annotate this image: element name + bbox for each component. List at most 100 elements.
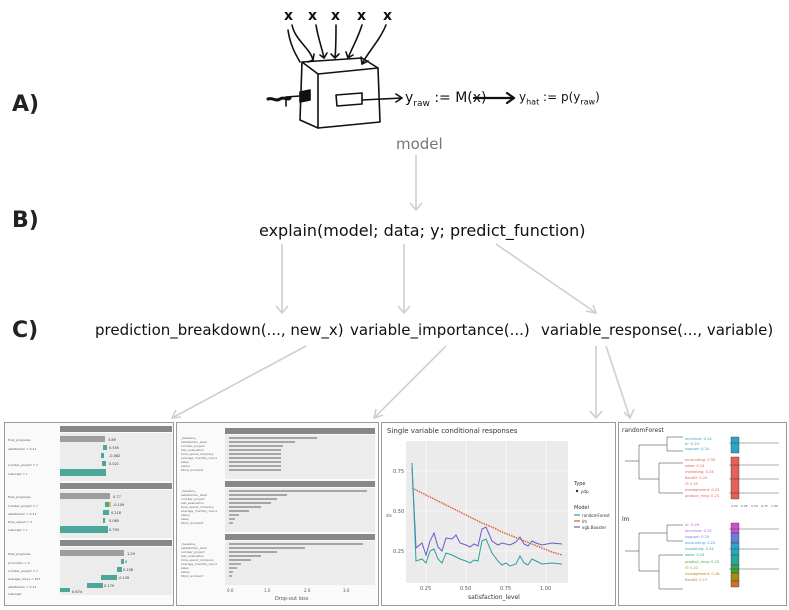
formula-raw-rhs: := M(x) bbox=[429, 90, 487, 106]
merger-title-top: randomForest bbox=[622, 427, 664, 434]
model-caption: model bbox=[396, 135, 443, 153]
breakdown-value: 0.555 bbox=[109, 446, 119, 450]
importance-row-label: last_evaluation bbox=[181, 448, 204, 452]
response-ytick: 0.25 bbox=[393, 549, 404, 555]
thumb-factor-merger: randomForest lm technical: 0.24 hr: 0.24… bbox=[618, 422, 787, 606]
model-inputs: x x x x x bbox=[284, 8, 404, 28]
importance-row-label: _baseline_ bbox=[180, 436, 197, 440]
merger-chart: randomForest lm technical: 0.24 hr: 0.24… bbox=[622, 427, 779, 590]
breakdown-row-label: satisfaction = 0.11 bbox=[8, 447, 36, 451]
importance-chart: _baseline_ satisfaction_level number_pro… bbox=[180, 428, 375, 602]
importance-row-label: number_project bbox=[181, 550, 205, 554]
breakdown-row-label: final_prognosis bbox=[8, 438, 31, 442]
formula-raw-sub: raw bbox=[413, 98, 430, 109]
formula-hat-sub: hat bbox=[526, 97, 540, 107]
importance-row-label: salary bbox=[181, 464, 190, 468]
breakdown-chart: final_prognosis satisfaction = 0.11 numb… bbox=[8, 426, 172, 596]
merger-bottom-label: IT: 0.22 bbox=[685, 566, 698, 570]
merger-xtick: 0.25 bbox=[741, 504, 748, 508]
importance-row-label: last_evaluation bbox=[181, 554, 204, 558]
merger-top-label: accounting: 0.30 bbox=[685, 458, 716, 462]
importance-row-label: satisfaction_level bbox=[181, 440, 207, 444]
input-x-4: x bbox=[357, 8, 367, 24]
breakdown-value: 0.179 bbox=[104, 584, 114, 588]
merger-xtick: 0.75 bbox=[761, 504, 768, 508]
merger-top-label: marketing: 0.24 bbox=[685, 470, 714, 474]
formula-hat-rhs-sub: raw bbox=[580, 97, 596, 107]
fn-variable-response: variable_response(..., variable) bbox=[541, 321, 774, 339]
importance-row-label: average_monthly_hours bbox=[181, 456, 217, 460]
breakdown-row-label: time_spend = 4 bbox=[8, 520, 32, 524]
importance-xtick: 3.0 bbox=[343, 588, 350, 593]
model-box-drawing bbox=[266, 24, 516, 129]
formula-raw: yraw := M(x) bbox=[405, 90, 487, 109]
label-b: B) bbox=[12, 208, 39, 233]
merger-bottom-label: support: 0.25 bbox=[685, 535, 709, 539]
label-c: C) bbox=[12, 318, 39, 343]
merger-bottom-label: accounting: 0.24 bbox=[685, 541, 716, 545]
rf-curve bbox=[411, 462, 563, 567]
flow-arrows bbox=[170, 155, 635, 420]
merger-xtick: 1.00 bbox=[771, 504, 778, 508]
breakdown-value: -0.082 bbox=[109, 454, 120, 458]
importance-row-label: number_project bbox=[181, 497, 205, 501]
breakdown-value: 0.108 bbox=[123, 568, 133, 572]
thumb-variable-importance: _baseline_ satisfaction_level number_pro… bbox=[176, 422, 379, 606]
merger-bottom-label: marketing: 0.24 bbox=[685, 547, 714, 551]
response-ytick: 0.75 bbox=[393, 469, 404, 475]
importance-xtick: 1.0 bbox=[264, 588, 271, 593]
legend-type-title: Type bbox=[573, 481, 585, 487]
formula-hat-y: y bbox=[519, 90, 527, 104]
formula-hat-rhs: := p(y bbox=[539, 90, 581, 104]
response-xlabel: satisfaction_level bbox=[468, 594, 520, 601]
breakdown-row-label: average_hours = 257 bbox=[8, 577, 40, 581]
importance-row-label: salary bbox=[181, 570, 190, 574]
importance-row-label: last_evaluation bbox=[181, 501, 204, 505]
importance-xtick: 0.0 bbox=[227, 588, 234, 593]
breakdown-value: -0.139 bbox=[118, 576, 129, 580]
importance-row-label: average_monthly_hours bbox=[181, 562, 217, 566]
importance-row-label: number_project bbox=[181, 444, 205, 448]
formula-raw-y: y bbox=[405, 90, 414, 106]
response-chart: Single variable conditional responses 0.… bbox=[386, 427, 610, 601]
importance-row-label: salary bbox=[181, 513, 190, 517]
breakdown-value: 0.77 bbox=[113, 495, 121, 499]
fn-variable-importance: variable_importance(...) bbox=[350, 321, 530, 339]
legend-model-title: Model bbox=[574, 505, 589, 511]
breakdown-row-label: number_project = 7 bbox=[8, 463, 38, 467]
merger-bottom-label: sales: 0.24 bbox=[685, 553, 705, 557]
breakdown-row-label: intercept = 1 bbox=[8, 472, 28, 476]
merger-bottom-label: management: 0.18 bbox=[685, 572, 720, 576]
breakdown-value: 1.29 bbox=[127, 552, 135, 556]
merger-top-label: hr: 0.24 bbox=[685, 442, 700, 446]
response-xtick: 0.50 bbox=[460, 586, 471, 592]
breakdown-row-label: number_project = 7 bbox=[8, 504, 38, 508]
breakdown-value: 0.218 bbox=[111, 511, 121, 515]
formula-hat: yhat := p(yraw) bbox=[519, 90, 600, 106]
merger-bottom-label: hr: 0.26 bbox=[685, 523, 700, 527]
merger-xtick: 0.00 bbox=[731, 504, 738, 508]
breakdown-value: 0.065 bbox=[109, 519, 119, 523]
legend-type-item: pdp bbox=[581, 489, 589, 494]
importance-row-label: sales bbox=[181, 517, 189, 521]
importance-row-label: satisfaction_level bbox=[181, 493, 207, 497]
merger-top-label: RandD: 0.24 bbox=[685, 476, 708, 480]
lm-curve bbox=[411, 487, 563, 556]
merger-xtick: 0.50 bbox=[751, 504, 758, 508]
formula-hat-close: ) bbox=[595, 90, 600, 104]
merger-top-label: management: 0.23 bbox=[685, 488, 719, 492]
merger-bottom-label: product_mng: 0.23 bbox=[685, 560, 719, 564]
importance-row-label: Work_accident bbox=[181, 574, 204, 578]
importance-row-label: sales bbox=[181, 460, 189, 464]
merger-top-label: support: 0.24 bbox=[685, 447, 710, 451]
importance-row-label: _baseline_ bbox=[180, 489, 197, 493]
breakdown-row-label: final_prognosis bbox=[8, 552, 31, 556]
response-xtick: 0.25 bbox=[420, 586, 431, 592]
breakdown-value: 0 bbox=[125, 560, 127, 564]
breakdown-row-label: intercept = 1 bbox=[8, 528, 28, 532]
response-xtick: 0.75 bbox=[500, 586, 511, 592]
breakdown-row-label: satisfaction = 0.11 bbox=[8, 512, 36, 516]
merger-top-label: technical: 0.24 bbox=[685, 437, 712, 441]
input-x-5: x bbox=[383, 8, 393, 24]
input-x-2: x bbox=[308, 8, 318, 24]
